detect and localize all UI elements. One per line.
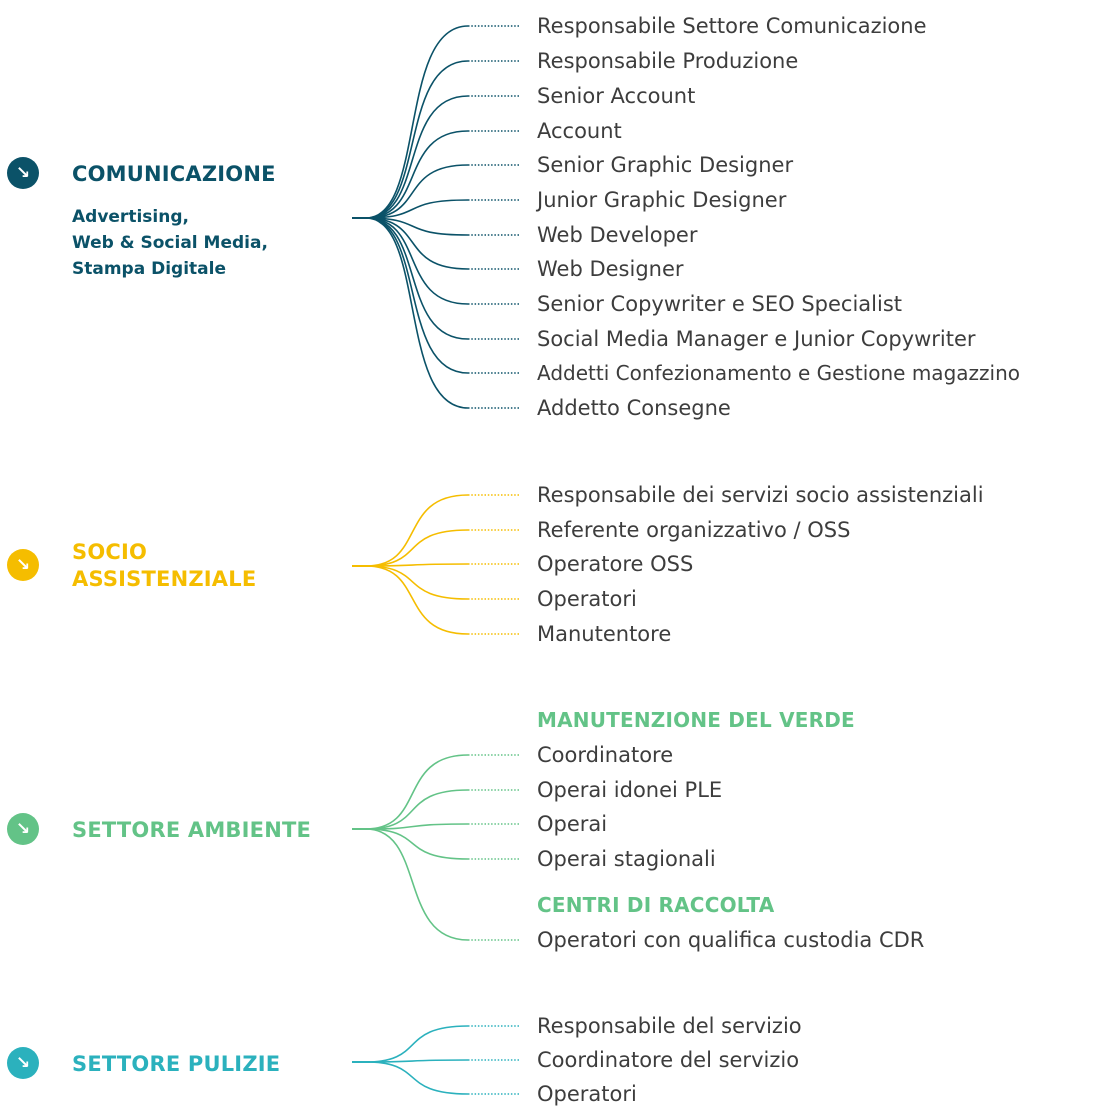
- connector-curve: [365, 828, 469, 941]
- role-item: Addetto Consegne: [537, 396, 731, 420]
- role-item: Operatori con qualifica custodia CDR: [537, 928, 925, 952]
- connector-curve: [365, 25, 469, 219]
- connector-curve: [365, 217, 469, 270]
- role-item: Referente organizzativo / OSS: [537, 518, 851, 542]
- connector-curve: [365, 563, 469, 567]
- role-item: Responsabile dei servizi socio assistenz…: [537, 483, 984, 507]
- connector-curve: [365, 1061, 469, 1095]
- role-item: Web Designer: [537, 257, 684, 281]
- connector-curve: [365, 217, 469, 305]
- connector-curve: [365, 217, 469, 409]
- connector-curve: [365, 565, 469, 600]
- role-item: Operai: [537, 812, 608, 836]
- connector-curve: [365, 1025, 469, 1063]
- role-item: Operai stagionali: [537, 847, 716, 871]
- role-item: Social Media Manager e Junior Copywriter: [537, 327, 976, 351]
- role-item: Responsabile Settore Comunicazione: [537, 14, 927, 38]
- connector-curve: [365, 529, 469, 567]
- connector-curve: [365, 1059, 469, 1063]
- connector-curve: [365, 789, 469, 830]
- sector-title: COMUNICAZIONE: [72, 162, 276, 186]
- connector-curve: [365, 828, 469, 860]
- role-item: Coordinatore del servizio: [537, 1048, 800, 1072]
- connector-curve: [365, 217, 469, 374]
- connector-curve: [365, 494, 469, 567]
- sector-subtitle-line: Advertising,: [72, 207, 189, 227]
- sector-subtitle-line: Web & Social Media,: [72, 233, 268, 253]
- role-item: Responsabile Produzione: [537, 49, 799, 73]
- sector-title: SETTORE AMBIENTE: [72, 818, 312, 842]
- role-item: Senior Copywriter e SEO Specialist: [537, 292, 902, 316]
- role-item: Account: [537, 119, 622, 143]
- group-heading: CENTRI DI RACCOLTA: [537, 893, 775, 917]
- role-item: Coordinatore: [537, 743, 674, 767]
- role-item: Addetti Confezionamento e Gestione magaz…: [537, 361, 1020, 385]
- role-item: Web Developer: [537, 223, 698, 247]
- arrow-down-right-icon: ↘: [7, 813, 39, 845]
- connector-curve: [365, 164, 469, 219]
- role-item: Junior Graphic Designer: [537, 188, 787, 212]
- connector-curve: [365, 199, 469, 219]
- connector-curve: [365, 95, 469, 219]
- role-item: Manutentore: [537, 622, 672, 646]
- sector-title-line: SOCIO: [72, 540, 148, 564]
- role-item: Operai idonei PLE: [537, 778, 723, 802]
- role-item: Senior Graphic Designer: [537, 153, 794, 177]
- connector-curve: [365, 130, 469, 219]
- role-item: Senior Account: [537, 84, 696, 108]
- connector-curve: [365, 217, 469, 236]
- connector-curve: [365, 565, 469, 635]
- sector-subtitle-line: Stampa Digitale: [72, 259, 227, 279]
- connector-curve: [365, 823, 469, 830]
- sector-title-line: ASSISTENZIALE: [72, 567, 257, 591]
- connector-curve: [365, 60, 469, 219]
- connector-curve: [365, 217, 469, 340]
- group-heading: MANUTENZIONE DEL VERDE: [537, 708, 855, 732]
- role-item: Operatori: [537, 587, 637, 611]
- sector-title: SETTORE PULIZIE: [72, 1052, 281, 1076]
- role-item: Operatore OSS: [537, 552, 694, 576]
- arrow-down-right-icon: ↘: [7, 157, 39, 189]
- role-item: Operatori: [537, 1082, 637, 1106]
- role-item: Responsabile del servizio: [537, 1014, 802, 1038]
- arrow-down-right-icon: ↘: [7, 549, 39, 581]
- arrow-down-right-icon: ↘: [7, 1047, 39, 1079]
- connector-curve: [365, 754, 469, 830]
